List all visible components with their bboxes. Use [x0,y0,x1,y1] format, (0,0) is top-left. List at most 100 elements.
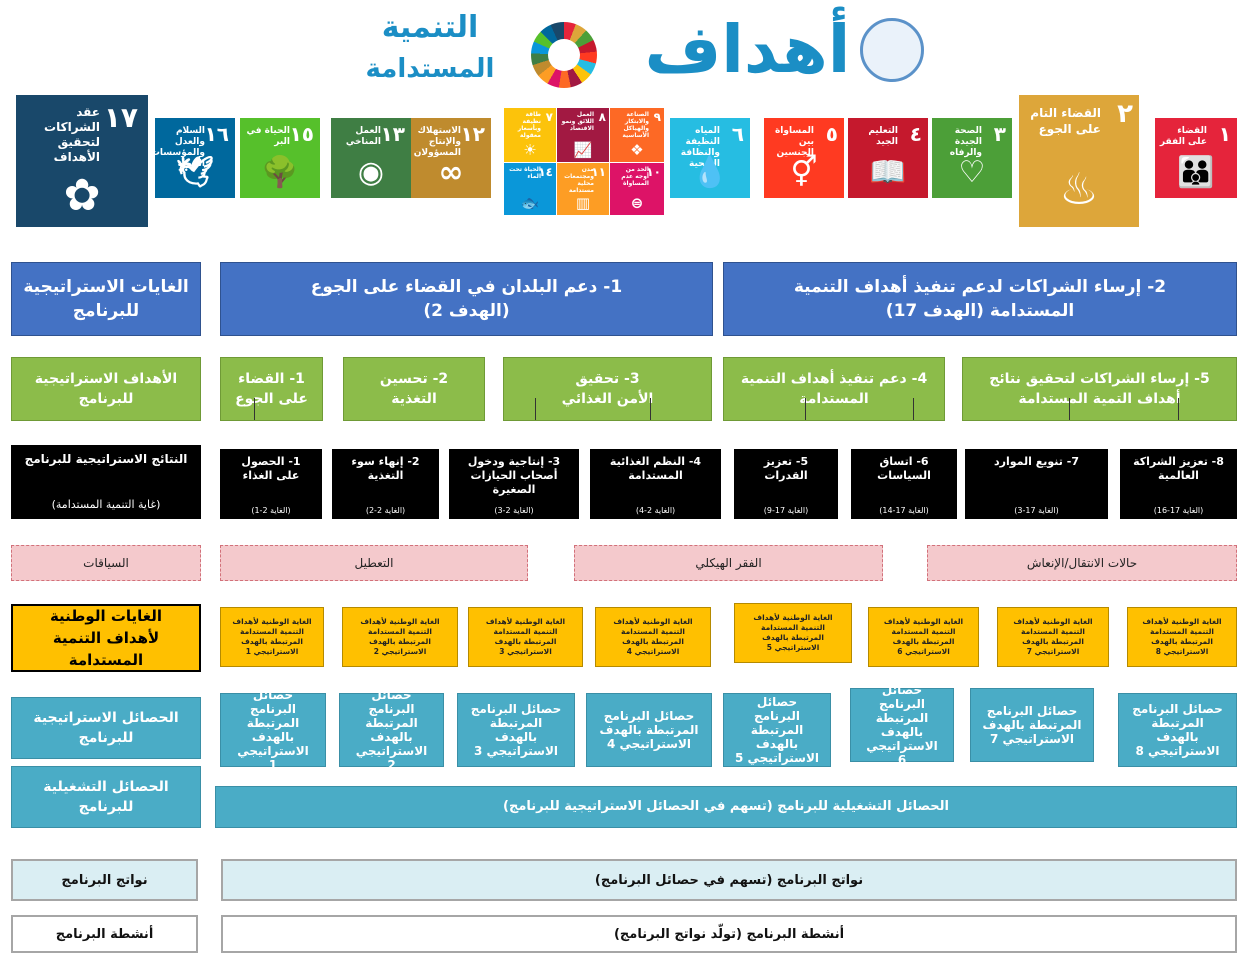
sdg-tile-title: الحياة في البر [246,126,290,147]
connector-tick [254,398,255,420]
connector-tick [650,398,651,420]
sdg-tile-number: ٢ [1117,99,1133,129]
sdg-tile-number: ٤ [909,122,922,146]
equal-icon: ⊜ [630,194,644,212]
strategic-result-7: 7- تنويع الموارد (الغاية 17-3) [965,449,1108,519]
strategic-goal-1: 1- دعم البلدان في القضاء على الجوع (الهد… [220,262,713,336]
strategic-outcome-5: حصائل البرنامج المرتبطة بالهدف الاستراتي… [723,693,831,767]
row2-label: الأهداف الاستراتيجية للبرنامج [11,357,201,421]
sdg-tile-title: الحياة تحت الماء [509,166,541,180]
sdg-tile-title: القضاء على الفقر [1159,126,1207,147]
strategic-result-goal: (الغاية 17-14) [879,506,929,515]
strategic-result-1: 1- الحصول على الغذاء (الغاية 2-1) [220,449,322,519]
sdg-tile-title: القضاء التام على الجوع [1030,106,1101,136]
sdg-tile-title: عقد الشراكات لتحقيق الأهداف [44,105,100,164]
national-target-6: الغاية الوطنية لأهداف التنمية المستدامة … [868,607,979,667]
strategic-result-goal: (الغاية 17-3) [1014,506,1059,515]
header-title-line2: المستدامة [365,54,495,84]
sdg-tile-title: طاقة نظيفة وبأسعار معقولة [517,111,541,139]
connector-tick [1178,398,1179,420]
row8-label: نواتج البرنامج [11,859,198,901]
sdg-tile-5: ٦ المياه النظيفة والنظافة الصحية💧 [670,118,750,198]
eye-icon: ◉ [357,155,385,190]
row3-label: النتائج الاستراتيجية للبرنامج (غاية التن… [11,445,201,519]
sdg-tile-number: ١٦ [204,122,229,146]
strategic-result-title: 4- النظم الغذائية المستدامة [609,455,702,482]
national-target-2: الغاية الوطنية لأهداف التنمية المستدامة … [342,607,458,667]
city-icon: ▥ [575,194,591,212]
strategic-result-title: 3- إنتاجية ودخول أصحاب الحيازات الصغيرة [467,455,561,496]
sdg-tile-number: ١ [1218,122,1231,146]
strategic-result-goal: (الغاية 17-9) [763,506,809,515]
sdg-tile-title: المياه النظيفة والنظافة الصحية [680,126,720,169]
sdg-tile-title: مدن ومجتمعات محلية مستدامة [564,166,594,194]
national-target-1: الغاية الوطنية لأهداف التنمية المستدامة … [220,607,324,667]
water-icon: 💧 [691,155,729,190]
sdg-tile-title: الاستهلاك والإنتاج المسؤولان [413,126,461,158]
connector-tick [805,398,806,420]
sdg-tile-number: ١٥ [289,122,314,146]
strategic-result-title: 1- الحصول على الغذاء [241,455,301,482]
strategic-result-goal: (الغاية 2-4) [635,506,676,515]
sdg-tile-number: ١٠ [646,165,661,179]
dove-icon: 🕊 [175,155,215,190]
sdg-tile-number: ٦ [731,122,744,146]
sdg-tile-title: الحد من أوجه عدم المساواة [621,166,649,187]
strategic-result-title: 7- تنويع الموارد [994,455,1079,468]
national-target-5: الغاية الوطنية لأهداف التنمية المستدامة … [734,603,852,663]
strategic-objective-1: 1- القضاء على الجوع [220,357,323,421]
sdg-wheel-icon [531,22,597,88]
operational-outcomes: الحصائل التشغيلية للبرنامج (تسهم في الحص… [215,786,1237,828]
strategic-result-5: 5- تعزيز القدرات(الغاية 17-9) [734,449,838,519]
sdg-tile-number: ٣ [993,122,1006,146]
sdg-tile-number: ٥ [825,122,838,146]
strategic-outcome-2: حصائل البرنامج المرتبطة بالهدف الاستراتي… [339,688,444,772]
growth-icon: 📈 [573,141,593,159]
sdg-tile-title: التعليم الجيد [868,126,898,147]
connector-tick [535,398,536,420]
infinity-icon: ∞ [438,155,464,190]
strategic-result-title: 2- إنهاء سوء التغذية [351,455,420,482]
row4-label: السياقات [11,545,201,581]
sdg-tile-title: المساواة بين الجنسين [774,126,814,158]
heartbeat-icon: ♡ [958,155,986,190]
row3-label-title: النتائج الاستراتيجية للبرنامج [24,452,188,466]
strategic-result-goal: (الغاية 17-16) [1153,506,1204,515]
context-disruption: التعطيل [220,545,528,581]
sdg-tile-number: ١٣ [380,122,405,146]
national-target-8: الغاية الوطنية لأهداف التنمية المستدامة … [1127,607,1237,667]
strategic-result-4: 4- النظم الغذائية المستدامة (الغاية 2-4) [590,449,721,519]
sdg-tile-number: ١١ [591,165,606,179]
strategic-result-title: 8- تعزيز الشراكة العالمية [1133,455,1224,482]
strategic-outcome-3: حصائل البرنامج المرتبطة بالهدف الاستراتي… [457,693,575,767]
strategic-result-goal: (الغاية 2-1) [251,506,291,515]
sdg-tile-3: ٤ التعليم الجيد 📖 [848,118,928,198]
programme-activities: أنشطة البرنامج (تولّد نواتج البرنامج) [221,915,1237,953]
context-structural-poverty: الفقر الهيكلي [574,545,883,581]
strategic-objective-5: 5- إرساء الشراكات لتحقيق نتائج أهداف الت… [962,357,1237,421]
strategic-result-goal: (الغاية 2-2) [365,506,406,515]
national-target-3: الغاية الوطنية لأهداف التنمية المستدامة … [468,607,583,667]
book-icon: 📖 [869,155,907,190]
header-title-main: أهداف [644,11,851,88]
sdg-tile-title: الصناعة والابتكار والهياكل الأساسية [622,111,649,139]
row6-label: الحصائل الاستراتيجية للبرنامج [11,697,201,759]
context-transition-recovery: حالات الانتقال/الإنعاش [927,545,1237,581]
sdg-tile-number: ١٢ [460,122,485,146]
strategic-result-title: 6- اتساق السياسات [877,455,931,482]
row3-label-sub: (غاية التنمية المستدامة) [51,498,161,511]
national-target-4: الغاية الوطنية لأهداف التنمية المستدامة … [595,607,711,667]
strategic-result-3: 3- إنتاجية ودخول أصحاب الحيازات الصغيرة(… [449,449,579,519]
strategic-objective-3: 3- تحقيق الأمن الغذائي [503,357,712,421]
